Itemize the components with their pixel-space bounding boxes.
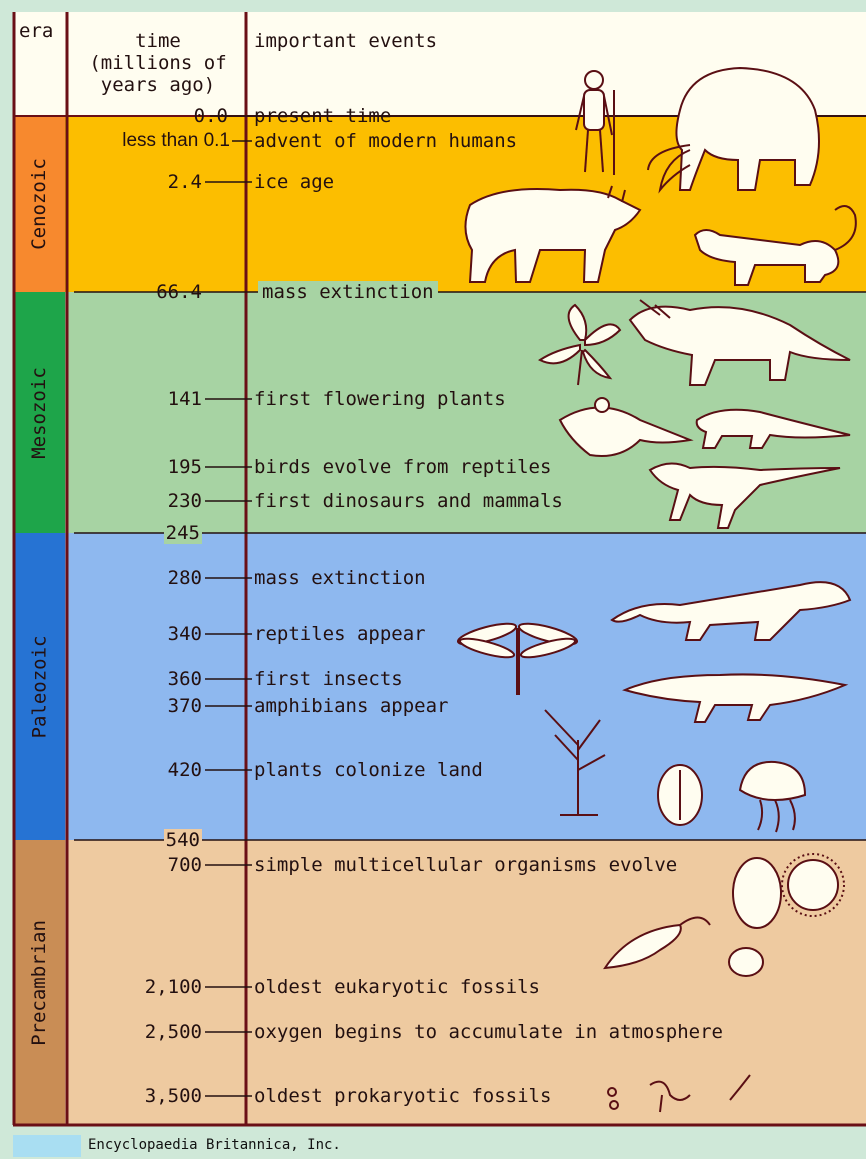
time-value: 370 (168, 695, 202, 717)
time-value: 360 (168, 668, 202, 690)
header-time: time (millions of years ago) (72, 30, 244, 96)
event-label: ice age (254, 171, 334, 193)
time-value: 280 (168, 567, 202, 589)
event-label: oldest eukaryotic fossils (254, 976, 540, 998)
header-time-line2: (millions of (72, 52, 244, 74)
time-value: 141 (168, 388, 202, 410)
event-row: 141 (70, 388, 202, 410)
event-row: 700 (70, 854, 202, 876)
header-time-line3: years ago) (72, 74, 244, 96)
event-label: present time (254, 105, 391, 127)
time-cell: 540 (70, 829, 202, 851)
event-row: 2.4 (70, 171, 202, 193)
time-value: 0.0 (194, 105, 228, 127)
event-label: first insects (254, 668, 403, 690)
egg-cell-icon (733, 858, 781, 928)
event-label: plants colonize land (254, 759, 483, 781)
event-row: 340 (70, 623, 202, 645)
time-value: 2,100 (145, 976, 202, 998)
time-value: 2,500 (145, 1021, 202, 1043)
era-label-paleozoic: Paleozoic (14, 533, 64, 840)
time-value: 420 (168, 759, 202, 781)
time-cell: 0.0 (70, 105, 210, 127)
event-label: first dinosaurs and mammals (254, 490, 563, 512)
time-cell: 66.4 (70, 281, 202, 303)
event-row: 280 (70, 567, 202, 589)
cell-icon (729, 948, 763, 976)
credit-swatch (13, 1135, 81, 1157)
event-row: 420 (70, 759, 202, 781)
event-label: reptiles appear (254, 623, 426, 645)
event-row: 3,500 (70, 1085, 202, 1107)
time-value: 340 (168, 623, 202, 645)
time-value: less than 0.1 (122, 130, 230, 152)
credit-text: Encyclopaedia Britannica, Inc. (88, 1137, 341, 1153)
time-value: 2.4 (168, 171, 202, 193)
event-row: less than 0.1 (70, 130, 230, 152)
event-row: 230 (70, 490, 202, 512)
event-row: 2,500 (70, 1021, 202, 1043)
time-value: 700 (168, 854, 202, 876)
event-row: 195 (70, 456, 202, 478)
event-label: oxygen begins to accumulate in atmospher… (254, 1021, 723, 1043)
event-label: first flowering plants (254, 388, 506, 410)
time-value: 540 (164, 829, 202, 851)
event-label: oldest prokaryotic fossils (254, 1085, 551, 1107)
event-row: 370 (70, 695, 202, 717)
event-row: 2,100 (70, 976, 202, 998)
era-label-precambrian: Precambrian (14, 840, 64, 1125)
header-events: important events (254, 30, 437, 52)
era-label-cenozoic: Cenozoic (14, 116, 64, 292)
time-value: 195 (168, 456, 202, 478)
event-label: mass extinction (254, 567, 426, 589)
header-era: era (19, 20, 53, 42)
event-label: birds evolve from reptiles (254, 456, 551, 478)
event-row: 360 (70, 668, 202, 690)
event-label: amphibians appear (254, 695, 448, 717)
event-label: advent of modern humans (254, 130, 517, 152)
event-label: simple multicellular organisms evolve (254, 854, 677, 876)
time-value: 66.4 (156, 281, 202, 303)
time-value: 3,500 (145, 1085, 202, 1107)
time-value: 230 (168, 490, 202, 512)
trilobite-icon (658, 765, 702, 825)
event-label: mass extinction (258, 281, 438, 303)
time-cell: 245 (70, 522, 202, 544)
time-value: 245 (164, 522, 202, 544)
header-time-line1: time (72, 30, 244, 52)
era-label-mesozoic: Mesozoic (14, 292, 64, 533)
